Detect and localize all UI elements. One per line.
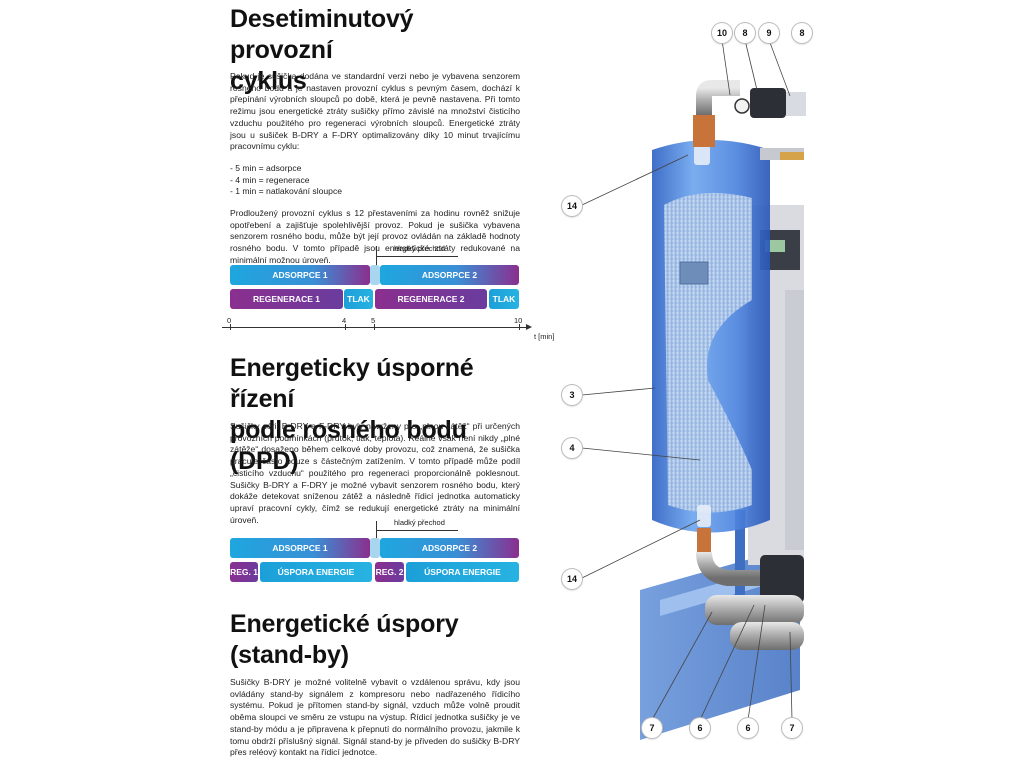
callout-number: 8 [792, 23, 812, 43]
tick-label: 4 [342, 316, 347, 325]
axis-arrow [526, 324, 532, 330]
brass-fitting [693, 115, 715, 147]
section-title: Energeticky úsporné řízení podle rosného… [230, 354, 474, 475]
phase-pressure-1: TLAK [344, 289, 373, 309]
transition-marker [370, 538, 380, 558]
section-dpd-control: Energeticky úsporné řízení podle rosného… [230, 353, 520, 477]
inlet-nozzle [697, 505, 711, 527]
list-item: - 1 min = natlakování sloupce [230, 186, 343, 197]
axis-tick [230, 324, 231, 330]
list-item: - 4 min = regenerace [230, 174, 310, 185]
axis-tick [374, 324, 375, 330]
section-ten-minute-cycle: Desetiminutový provozní cyklus [230, 4, 520, 97]
callout-number: 7 [782, 718, 802, 738]
phase-regeneration-1: REG. 1 [230, 562, 258, 582]
smooth-transition-label: hladký přechod [394, 244, 445, 253]
pressure-gauge [734, 98, 750, 114]
paragraph: Sušičky sérií B-DRY a F-DRY byly navržen… [230, 421, 520, 525]
axis-tick [519, 324, 520, 330]
tick-label: 10 [514, 316, 523, 325]
phase-pressure-2: TLAK [489, 289, 519, 309]
valve-body [786, 92, 806, 116]
paragraph: Pokud je sušička dodána ve standardní ve… [230, 71, 520, 152]
phase-regeneration-2: REG. 2 [375, 562, 404, 582]
column-panel [785, 290, 804, 550]
callout-number: 10 [712, 23, 732, 43]
callout-number: 7 [642, 718, 662, 738]
callout-number: 3 [562, 385, 582, 405]
section-standby: Energetické úspory (stand-by) [230, 609, 520, 671]
phase-energy-saving-2: ÚSPORA ENERGIE [406, 562, 519, 582]
brass-connector [780, 152, 804, 160]
phase-adsorption-1: ADSORPCE 1 [230, 538, 370, 558]
callout-number: 14 [562, 196, 582, 216]
phase-regeneration-1: REGENERACE 1 [230, 289, 343, 309]
silencer-2 [730, 622, 804, 650]
axis-tick [345, 324, 346, 330]
silencer-1 [705, 595, 804, 625]
transition-marker [370, 265, 380, 285]
tick-label: 0 [227, 316, 232, 325]
section1-text: Pokud je sušička dodána ve standardní ve… [230, 71, 520, 267]
phase-adsorption-2: ADSORPCE 2 [380, 265, 519, 285]
phase-adsorption-2: ADSORPCE 2 [380, 538, 519, 558]
phase-energy-saving-1: ÚSPORA ENERGIE [260, 562, 372, 582]
valve-block [750, 88, 786, 118]
section3-text: Sušičky B-DRY je možné volitelně vybavit… [230, 677, 520, 759]
top-pipe [696, 80, 740, 115]
bottom-fitting [697, 528, 711, 554]
list-item: - 5 min = adsorpce [230, 162, 302, 173]
smooth-transition-label: hladký přechod [394, 518, 445, 527]
callout-number: 6 [690, 718, 710, 738]
section-title: Energetické úspory (stand-by) [230, 610, 459, 669]
axis-label: t [min] [534, 332, 555, 341]
dryer-illustration [581, 39, 806, 740]
callout-number: 8 [735, 23, 755, 43]
callout-number: 6 [738, 718, 758, 738]
phase-adsorption-1: ADSORPCE 1 [230, 265, 370, 285]
bottom-valve-block [760, 555, 804, 603]
outlet-nozzle [694, 145, 710, 165]
callout-number: 4 [562, 438, 582, 458]
tick-label: 5 [371, 316, 376, 325]
callout-number: 14 [562, 569, 582, 589]
paragraph: Sušičky B-DRY je možné volitelně vybavit… [230, 677, 520, 758]
tank-label-plate [679, 261, 709, 285]
paragraph: Prodloužený provozní cyklus s 12 přestav… [230, 208, 520, 265]
callout-number: 9 [759, 23, 779, 43]
phase-regeneration-2: REGENERACE 2 [375, 289, 487, 309]
bottom-pipe [696, 551, 760, 586]
section-title: Desetiminutový provozní cyklus [230, 5, 414, 95]
tank-leg [735, 510, 745, 610]
section2-text: Sušičky sérií B-DRY a F-DRY byly navržen… [230, 421, 520, 526]
